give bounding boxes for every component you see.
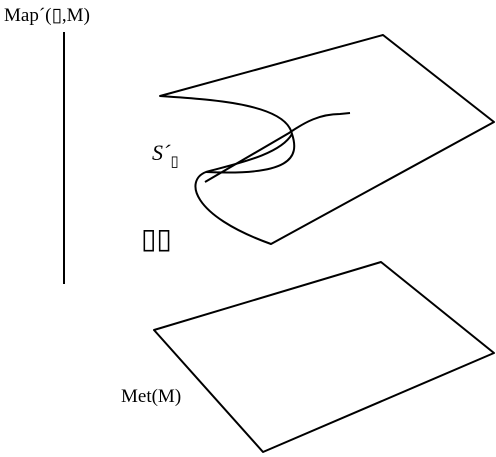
lower-plane-met [153, 261, 495, 453]
s-prime-subscript: ▯ [170, 154, 179, 170]
s-prime-label: S´▯ [152, 140, 179, 170]
map-space-label: Map´(▯,M) [4, 5, 90, 26]
orbit-curve [204, 112, 351, 183]
s-prime-main: S´ [152, 140, 171, 165]
met-space-label: Met(M) [121, 386, 182, 407]
group-label: ▯▯ [141, 224, 172, 255]
upper-folded-surface [159, 34, 495, 245]
fold-inner-curve [205, 133, 296, 174]
